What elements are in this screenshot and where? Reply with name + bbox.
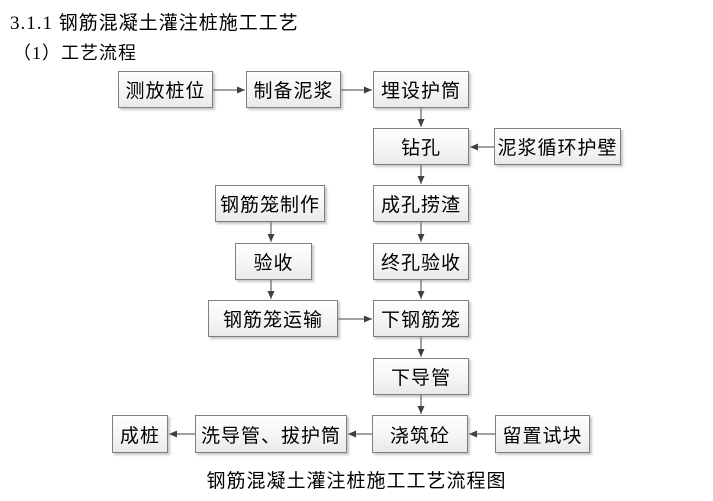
node-lower-tremie-pipe: 下导管 (373, 358, 469, 395)
node-rebar-cage-fabrication: 钢筋笼制作 (215, 185, 325, 222)
node-hole-slag-removal: 成孔捞渣 (373, 185, 469, 222)
node-pour-concrete: 浇筑砼 (372, 415, 468, 453)
node-wash-pipe-pull-casing: 洗导管、拔护筒 (195, 415, 347, 453)
section-subheading: （1）工艺流程 (13, 43, 137, 63)
node-slurry-circulation: 泥浆循环护壁 (494, 128, 621, 165)
node-pile-completed: 成桩 (112, 415, 168, 453)
node-drilling: 钻孔 (373, 128, 469, 165)
document-heading: 3.1.1 钢筋混凝土灌注桩施工工艺 (10, 13, 299, 34)
node-survey-pile-position: 测放桩位 (118, 71, 213, 108)
node-prepare-slurry: 制备泥浆 (246, 71, 341, 108)
node-reserve-test-blocks: 留置试块 (495, 415, 590, 453)
node-install-casing: 埋设护筒 (373, 71, 469, 108)
node-final-hole-acceptance: 终孔验收 (373, 243, 469, 280)
node-lower-rebar-cage: 下钢筋笼 (373, 300, 469, 337)
node-acceptance: 验收 (235, 243, 312, 280)
figure-caption: 钢筋混凝土灌注桩施工工艺流程图 (206, 471, 507, 492)
node-rebar-cage-transport: 钢筋笼运输 (208, 300, 338, 337)
